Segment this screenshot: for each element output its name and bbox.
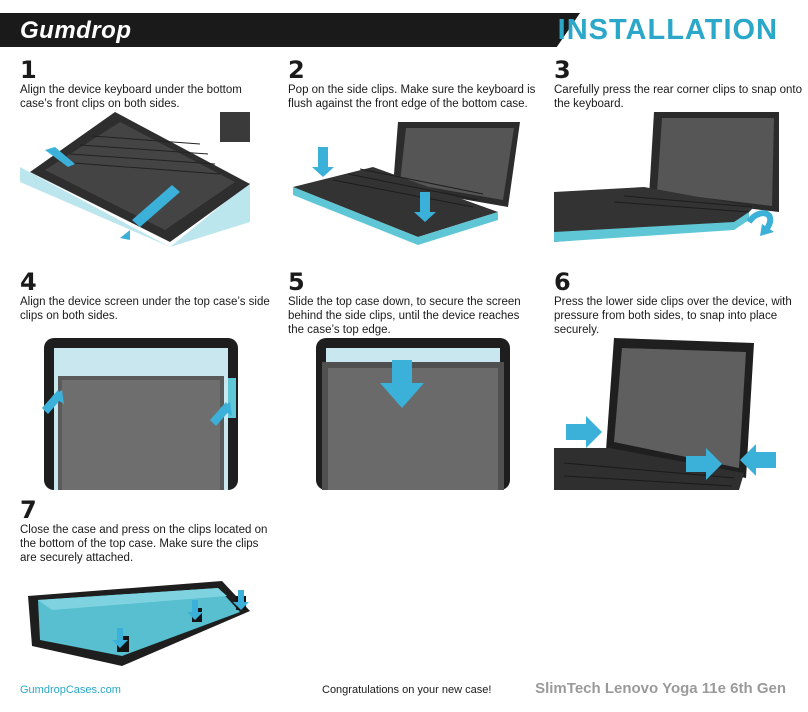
laptop-illustration bbox=[20, 112, 250, 247]
step-1-illustration bbox=[20, 112, 250, 247]
arrow-icon bbox=[312, 147, 334, 177]
step-number: 5 bbox=[288, 268, 305, 296]
website-link[interactable]: GumdropCases.com bbox=[20, 684, 121, 696]
arrow-icon bbox=[112, 628, 128, 648]
arrow-icon bbox=[380, 360, 424, 408]
step-number: 2 bbox=[288, 56, 305, 84]
step-number: 7 bbox=[20, 496, 37, 524]
step-instruction: Carefully press the rear corner clips to… bbox=[554, 84, 803, 110]
arrow-icon bbox=[187, 600, 203, 620]
step-3-illustration bbox=[554, 112, 784, 247]
step-6: 6 Press the lower side clips over the de… bbox=[554, 270, 804, 337]
arrow-icon bbox=[686, 448, 722, 480]
step-number: 1 bbox=[20, 56, 37, 84]
step-4-illustration bbox=[42, 338, 240, 490]
arrow-icon bbox=[45, 147, 75, 167]
congrats-message: Congratulations on your new case! bbox=[322, 684, 492, 696]
step-3: 3 Carefully press the rear corner clips … bbox=[554, 58, 804, 111]
step-5: 5 Slide the top case down, to secure the… bbox=[288, 270, 538, 337]
page-title: INSTALLATION bbox=[557, 14, 778, 46]
gumdrop-logo: Gumdrop bbox=[20, 17, 132, 44]
step-number: 6 bbox=[554, 268, 571, 296]
step-4: 4 Align the device screen under the top … bbox=[20, 270, 270, 323]
product-name: SlimTech Lenovo Yoga 11e 6th Gen bbox=[535, 680, 786, 697]
step-number: 3 bbox=[554, 56, 571, 84]
laptop-illustration bbox=[554, 112, 779, 242]
laptop-illustration bbox=[316, 338, 510, 490]
step-2-illustration bbox=[288, 112, 528, 247]
laptop-illustration bbox=[293, 122, 520, 245]
step-instruction: Press the lower side clips over the devi… bbox=[554, 296, 792, 336]
arrow-icon bbox=[233, 590, 249, 610]
laptop-illustration bbox=[42, 338, 238, 490]
laptop-illustration bbox=[554, 338, 776, 490]
arrow-icon bbox=[132, 185, 180, 227]
laptop-illustration bbox=[28, 581, 250, 666]
step-instruction: Align the device keyboard under the bott… bbox=[20, 84, 242, 110]
header-bar bbox=[0, 13, 580, 47]
step-instruction: Pop on the side clips. Make sure the key… bbox=[288, 84, 536, 110]
step-number: 4 bbox=[20, 268, 37, 296]
step-instruction: Close the case and press on the clips lo… bbox=[20, 524, 268, 564]
arrow-icon bbox=[566, 416, 602, 448]
step-7-illustration bbox=[22, 566, 254, 668]
step-instruction: Align the device screen under the top ca… bbox=[20, 296, 270, 322]
step-5-illustration bbox=[314, 338, 512, 490]
step-2: 2 Pop on the side clips. Make sure the k… bbox=[288, 58, 538, 111]
arrow-icon bbox=[746, 210, 774, 232]
step-7: 7 Close the case and press on the clips … bbox=[20, 498, 270, 565]
step-6-illustration bbox=[554, 338, 784, 490]
arrow-icon bbox=[740, 444, 776, 476]
step-1: 1 Align the device keyboard under the bo… bbox=[20, 58, 270, 111]
arrow-icon bbox=[414, 192, 436, 222]
step-instruction: Slide the top case down, to secure the s… bbox=[288, 296, 521, 336]
